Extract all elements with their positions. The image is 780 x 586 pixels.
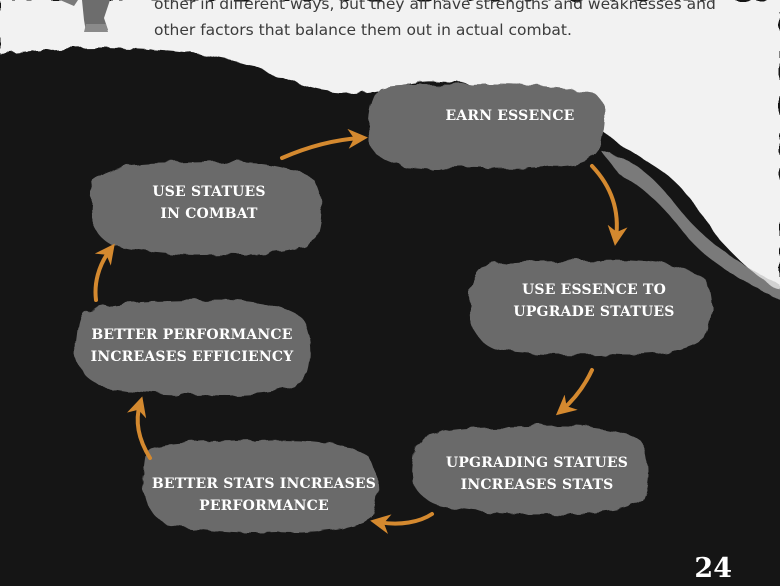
node-better-performance-line-1: BETTER PERFORMANCE <box>91 327 293 343</box>
arrow-4 <box>370 512 434 534</box>
node-better-performance-line-2: INCREASES EFFICIENCY <box>90 349 294 365</box>
arrow-3 <box>555 368 594 416</box>
node-use-essence-line-1: USE ESSENCE TO <box>521 282 667 298</box>
node-better-performance: BETTER PERFORMANCE INCREASES EFFICIENCY <box>72 324 312 368</box>
cloud-better-stats <box>143 439 378 533</box>
cloud-use-statues <box>89 161 322 255</box>
node-upgrading-statues-line-2: INCREASES STATS <box>460 477 614 493</box>
intro-line-1: other in different ways, but they all ha… <box>154 0 716 13</box>
node-earn-essence: EARN ESSENCE <box>382 105 638 127</box>
intro-text: other in different ways, but they all ha… <box>154 0 754 43</box>
node-better-stats: BETTER STATS INCREASES PERFORMANCE <box>140 473 388 517</box>
cloud-upgrading-statues <box>411 425 648 515</box>
node-upgrading-statues: UPGRADING STATUES INCREASES STATS <box>412 452 662 496</box>
node-use-essence-line-2: UPGRADE STATUES <box>513 304 675 320</box>
intro-line-2: other factors that balance them out in a… <box>154 21 572 39</box>
cloud-use-essence <box>470 259 712 355</box>
node-earn-essence-line-1: EARN ESSENCE <box>445 108 575 124</box>
paper-shadow <box>600 150 780 300</box>
arrow-1 <box>280 128 368 160</box>
arrow-5 <box>126 396 152 460</box>
cloud-better-performance <box>75 299 310 395</box>
cloud-earn-essence <box>368 83 605 169</box>
page-number: 24 <box>694 553 732 584</box>
node-use-statues: USE STATUES IN COMBAT <box>110 181 308 225</box>
node-use-statues-line-1: USE STATUES <box>152 184 266 200</box>
node-use-statues-line-2: IN COMBAT <box>160 206 258 222</box>
arrow-6 <box>93 243 115 302</box>
node-better-stats-line-1: BETTER STATS INCREASES <box>151 476 377 492</box>
node-better-stats-line-2: PERFORMANCE <box>199 498 329 514</box>
arrow-2 <box>590 164 628 246</box>
node-upgrading-statues-line-1: UPGRADING STATUES <box>445 455 629 471</box>
node-use-essence: USE ESSENCE TO UPGRADE STATUES <box>474 279 714 323</box>
statue-icon <box>60 0 110 32</box>
paper-edge <box>0 0 780 290</box>
